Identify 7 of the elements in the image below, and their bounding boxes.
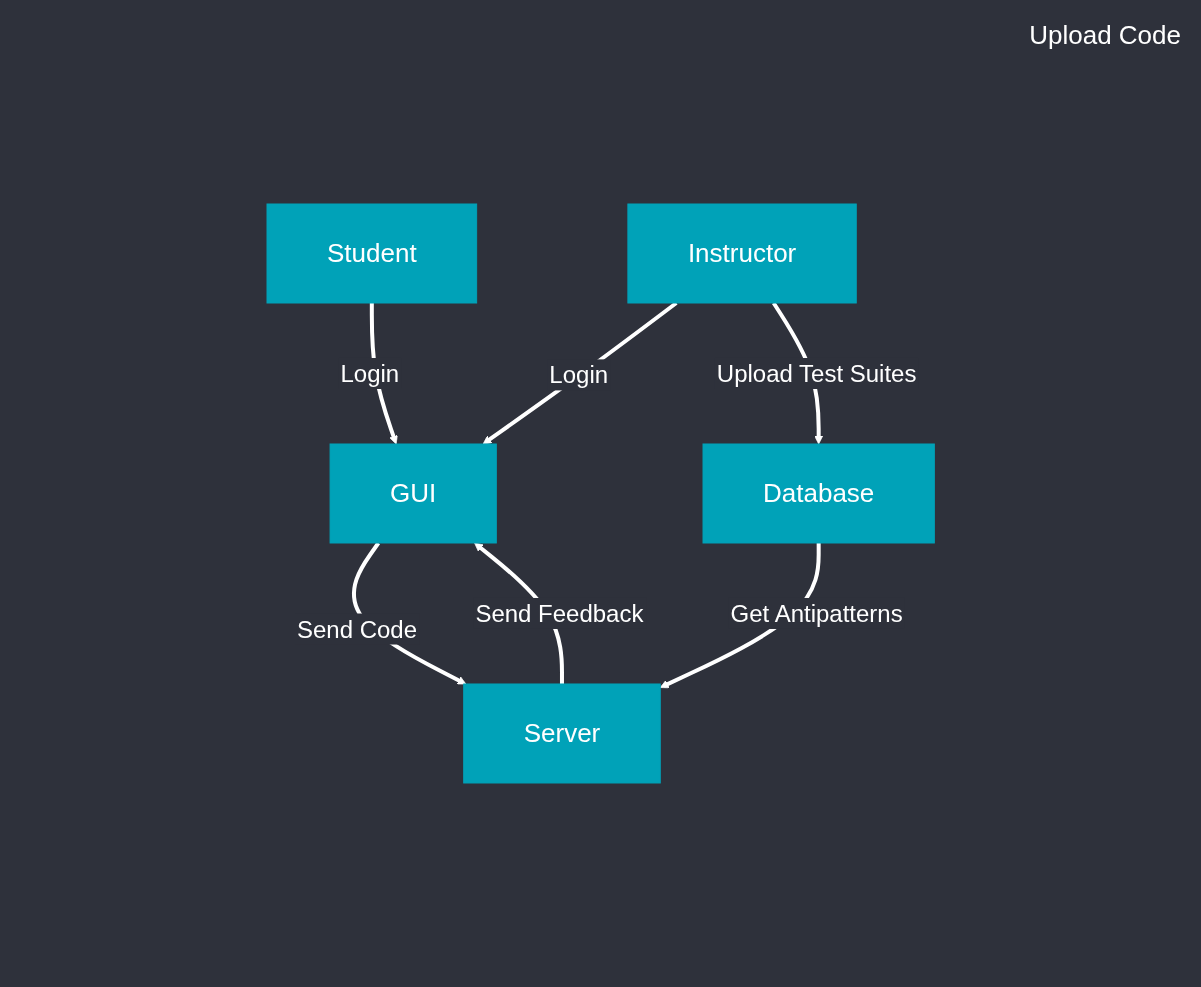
edge-label: Get Antipatterns bbox=[728, 598, 905, 629]
process-box: Server bbox=[463, 683, 661, 784]
process-box: Instructor bbox=[627, 203, 857, 304]
process-box: Student bbox=[266, 203, 477, 304]
process-box: Database bbox=[702, 443, 935, 544]
note-text: Upload Code bbox=[1029, 20, 1181, 51]
process-box: GUI bbox=[329, 443, 497, 544]
